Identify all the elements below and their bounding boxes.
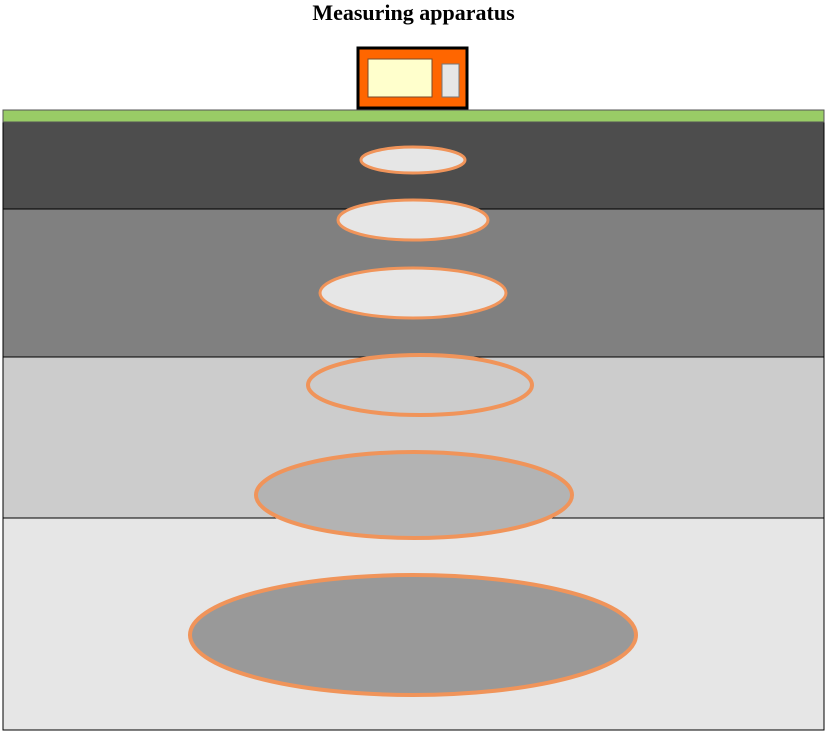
- signal-ellipse-1: [359, 145, 467, 175]
- signal-ellipse-3: [318, 266, 508, 320]
- ground-surface: [2, 109, 825, 123]
- diagram-title: Measuring apparatus: [312, 0, 515, 25]
- apparatus-screen: [367, 58, 433, 98]
- apparatus-button: [441, 63, 460, 98]
- signal-ellipses: [188, 145, 638, 697]
- signal-ellipse-4: [306, 353, 534, 417]
- signal-ellipse-5: [254, 450, 574, 540]
- measuring-apparatus: [356, 46, 469, 110]
- signal-ellipse-6: [188, 573, 638, 697]
- signal-ellipse-2: [336, 198, 490, 242]
